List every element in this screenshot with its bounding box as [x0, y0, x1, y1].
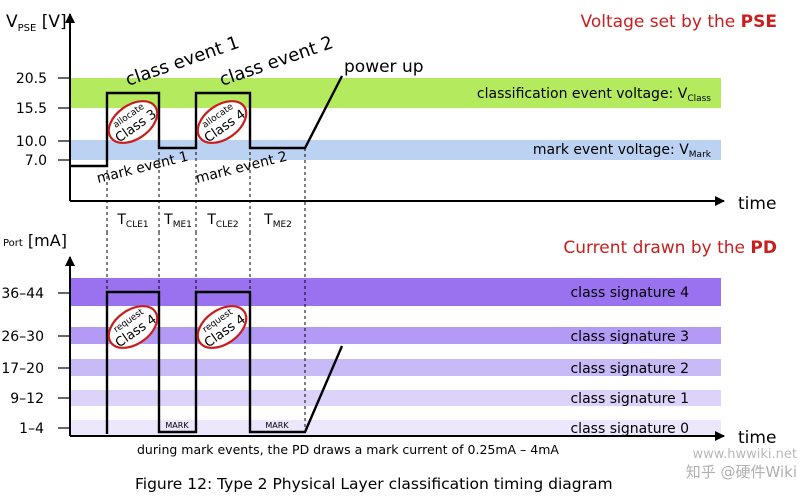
signature-band-4 [70, 278, 721, 306]
mark-tag: MARK [265, 421, 289, 430]
signature-label-3: class signature 3 [570, 329, 689, 345]
timing-label: TCLE1 [116, 212, 148, 230]
signature-label-1: class signature 1 [570, 391, 689, 407]
y-tick-label: 1–4 [19, 421, 44, 437]
mark-current-footnote: during mark events, the PD draws a mark … [137, 442, 559, 457]
signature-band-2 [70, 359, 721, 376]
classification-voltage-band [70, 78, 721, 108]
power-up-label: power up [344, 57, 424, 77]
y-tick-label: 7.0 [25, 153, 47, 169]
mark-tag: MARK [165, 421, 189, 430]
voltage-waveform [70, 75, 344, 168]
classification-voltage-label: classification event voltage: VClass [477, 86, 711, 104]
x-axis-label: time [738, 194, 776, 214]
signature-label-4: class signature 4 [570, 285, 689, 301]
current-waveform [105, 290, 344, 434]
voltage-panel: VPSE [V] 20.5 15.5 10.0 7.0 Voltage set … [6, 12, 777, 232]
timing-label: TCLE2 [206, 212, 238, 230]
y-tick-label: 15.5 [16, 101, 47, 117]
y-tick-label: 9–12 [10, 391, 44, 407]
current-header: Current drawn by the PD [563, 238, 777, 258]
y-tick-label: 36–44 [1, 286, 44, 302]
timing-label: TME1 [163, 212, 192, 230]
x-axis-label: time [738, 428, 776, 448]
watermark: 知乎 @硬件Wiki [686, 463, 797, 481]
y-tick-label: 20.5 [16, 71, 47, 87]
mark-voltage-band [70, 140, 721, 160]
signature-label-2: class signature 2 [570, 361, 689, 377]
signature-label-0: class signature 0 [570, 421, 689, 437]
voltage-header: Voltage set by the PSE [581, 12, 777, 32]
y-tick-label: 17–20 [1, 361, 44, 377]
watermark-url: www.hwwiki.net [692, 447, 797, 462]
y-tick-label: 10.0 [16, 134, 47, 150]
y-axis-label: Port [mA] [3, 231, 67, 250]
mark-voltage-label: mark event voltage: VMark [533, 142, 712, 160]
y-axis-label: VPSE [V] [6, 12, 67, 34]
y-tick-label: 26–30 [1, 329, 44, 345]
request-badge: request Class 4 [196, 305, 249, 351]
current-panel: Port [mA] 36–44 26–30 17–20 9–12 1–4 Cur… [1, 231, 777, 457]
signature-band-1 [70, 390, 721, 406]
signature-band-0 [70, 420, 721, 436]
request-badge: request Class 4 [107, 305, 160, 351]
figure-caption: Figure 12: Type 2 Physical Layer classif… [135, 475, 613, 493]
timing-label: TME2 [263, 212, 292, 230]
